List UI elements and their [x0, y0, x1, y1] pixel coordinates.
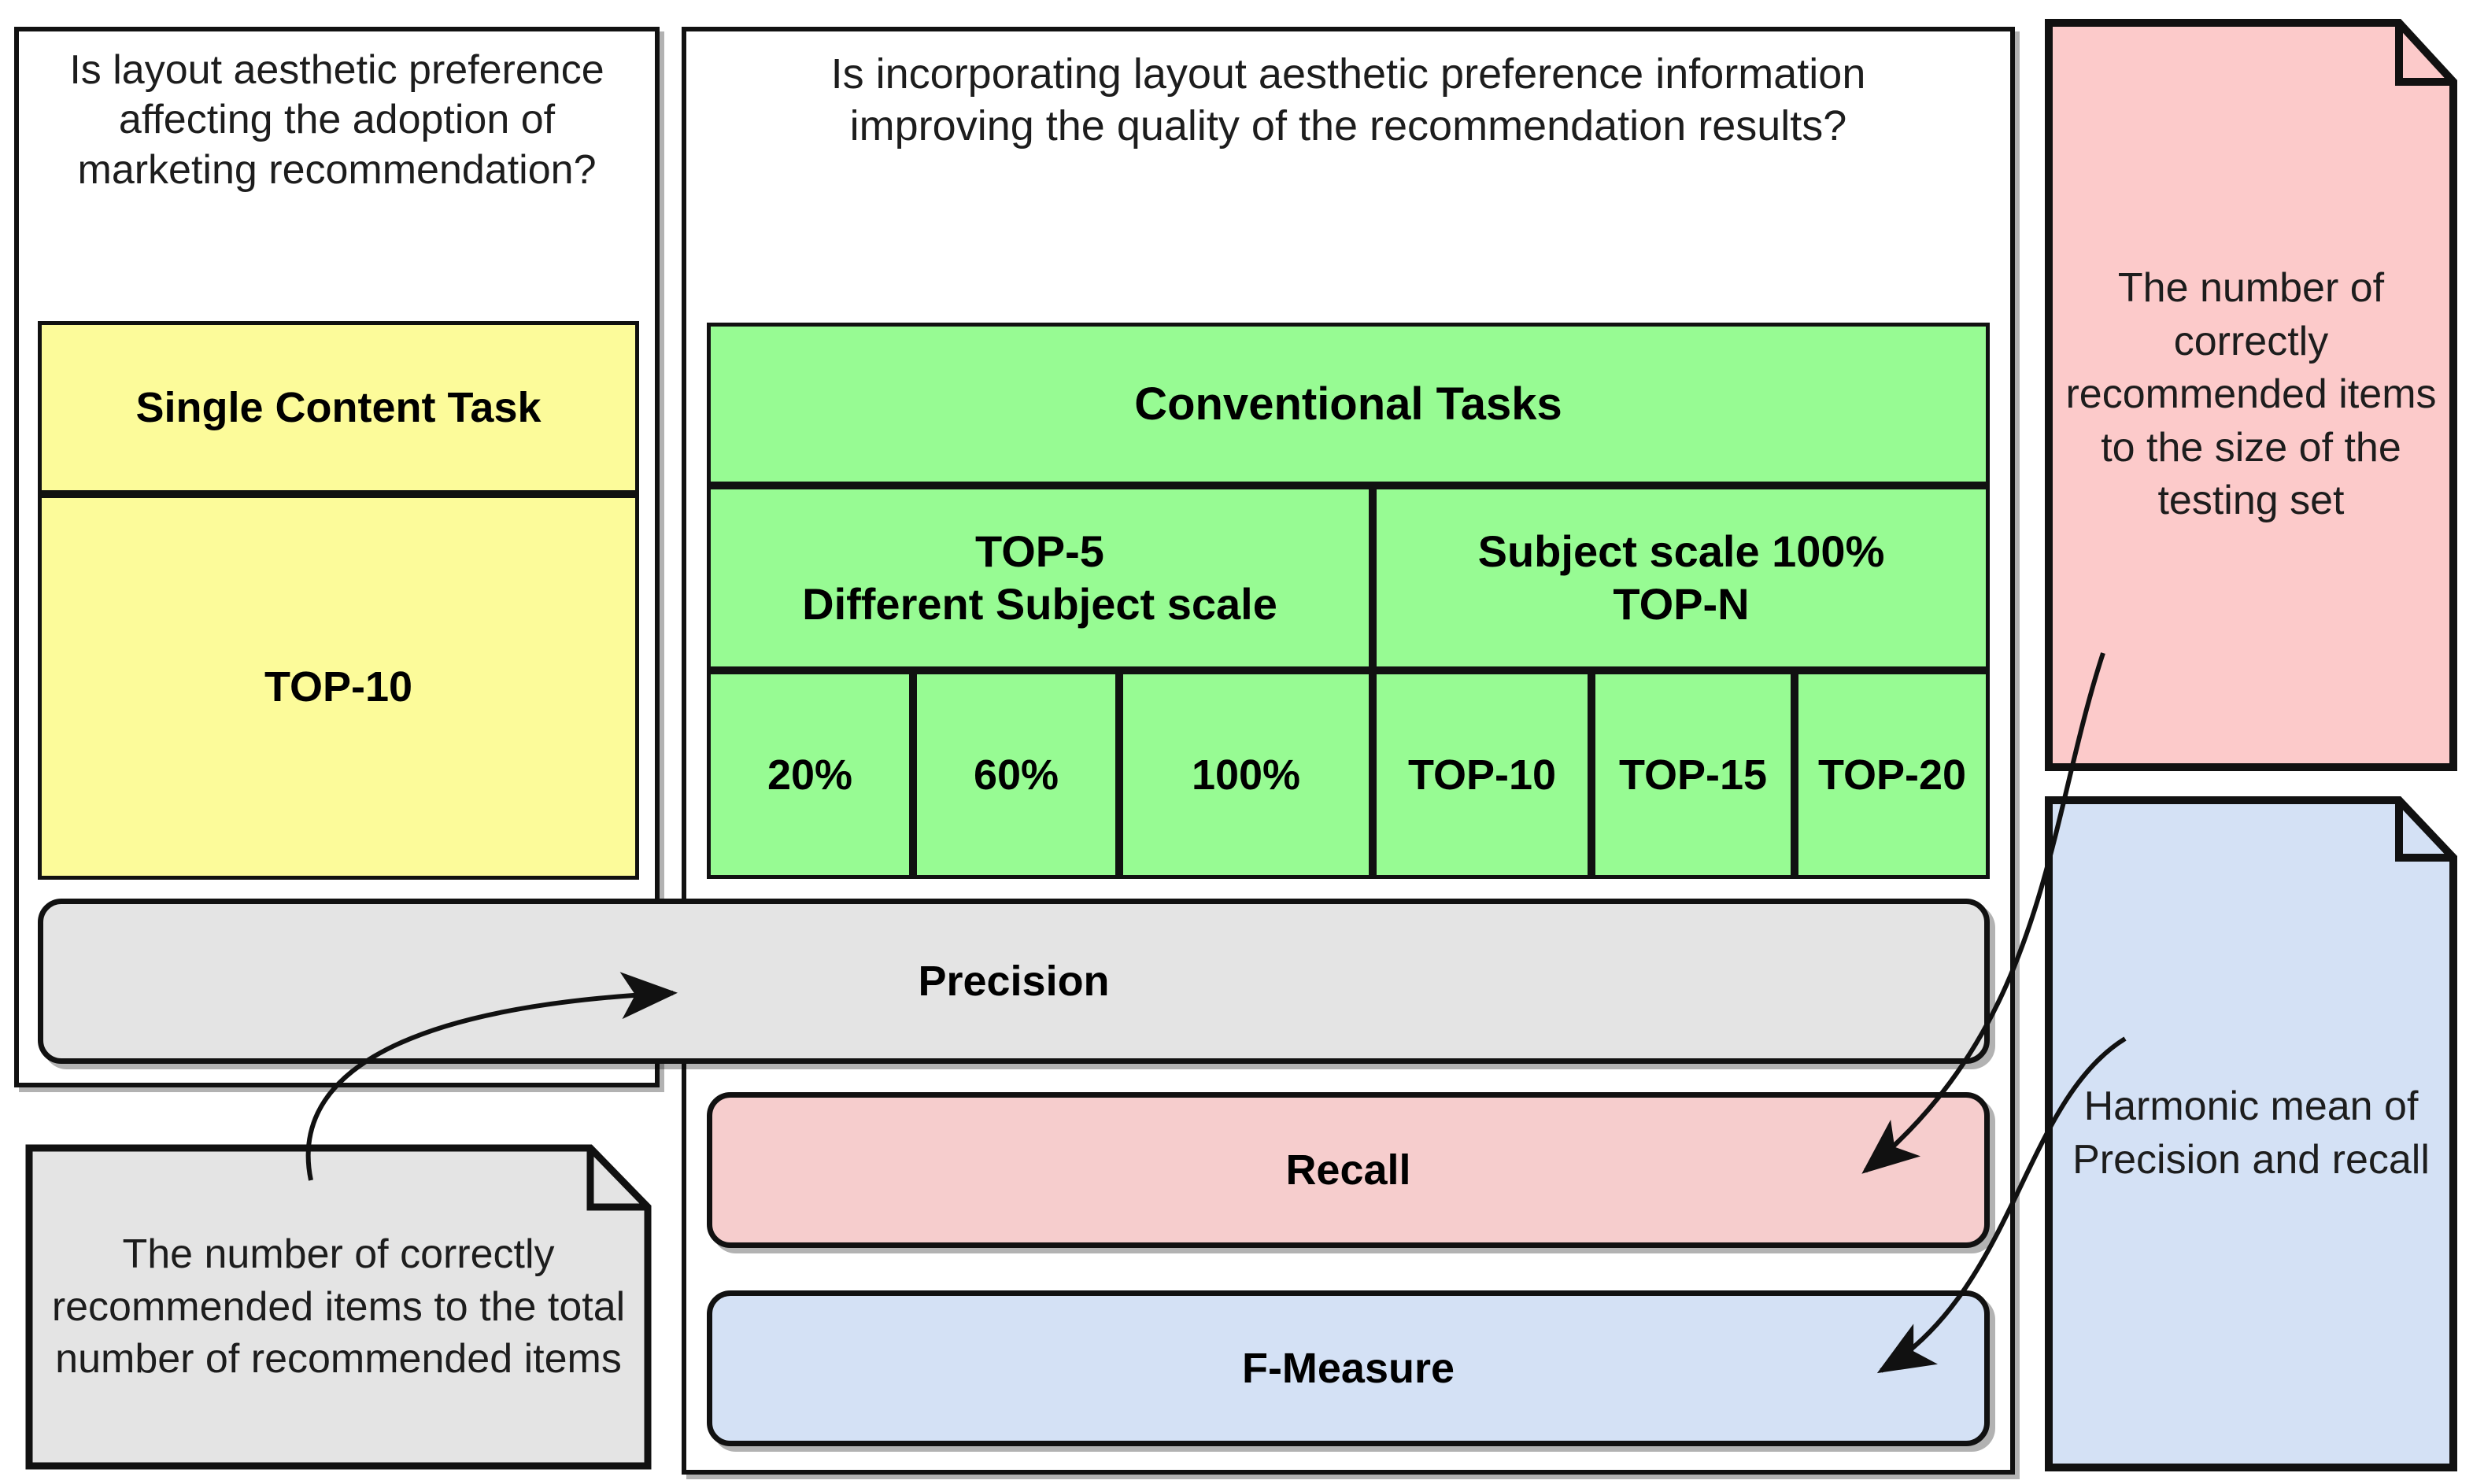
note-text: The number of correctly recommended item…	[51, 1231, 626, 1382]
center-question-text: Is incorporating layout aesthetic prefer…	[830, 50, 1866, 150]
group-header-line-1: TOP-5	[975, 526, 1104, 577]
column-top-10[interactable]: TOP-10	[1373, 670, 1591, 879]
left-question-text: Is layout aesthetic preference affecting…	[69, 47, 604, 193]
group-header-line-2: TOP-N	[1613, 578, 1750, 629]
fmeasure-definition-note[interactable]: Harmonic mean of Precision and recall	[2043, 795, 2459, 1473]
precision-definition-note[interactable]: The number of correctly recommended item…	[24, 1143, 653, 1471]
recall-bar[interactable]: Recall	[707, 1092, 1990, 1248]
column-top-15[interactable]: TOP-15	[1591, 670, 1795, 879]
note-shape-pink	[2045, 19, 2457, 771]
conventional-tasks-header[interactable]: Conventional Tasks	[707, 323, 1990, 485]
column-top-20[interactable]: TOP-20	[1795, 670, 1990, 879]
note-text: The number of correctly recommended item…	[2065, 265, 2437, 524]
column-100-percent[interactable]: 100%	[1119, 670, 1373, 879]
single-content-task-cell[interactable]: Single Content Task	[38, 321, 639, 494]
group-header-line-2: Different Subject scale	[802, 578, 1277, 629]
group-header-line-1: Subject scale 100%	[1477, 526, 1885, 577]
recall-definition-note[interactable]: The number of correctly recommended item…	[2043, 17, 2459, 773]
group-header-subject-scale-100-topn[interactable]: Subject scale 100% TOP-N	[1373, 485, 1990, 670]
column-60-percent[interactable]: 60%	[913, 670, 1119, 879]
column-20-percent[interactable]: 20%	[707, 670, 913, 879]
precision-bar[interactable]: Precision	[38, 899, 1990, 1064]
f-measure-bar[interactable]: F-Measure	[707, 1290, 1990, 1446]
note-text: Harmonic mean of Precision and recall	[2072, 1083, 2430, 1183]
top10-task-cell[interactable]: TOP-10	[38, 494, 639, 880]
group-header-top5-different-subject-scale[interactable]: TOP-5 Different Subject scale	[707, 485, 1373, 670]
